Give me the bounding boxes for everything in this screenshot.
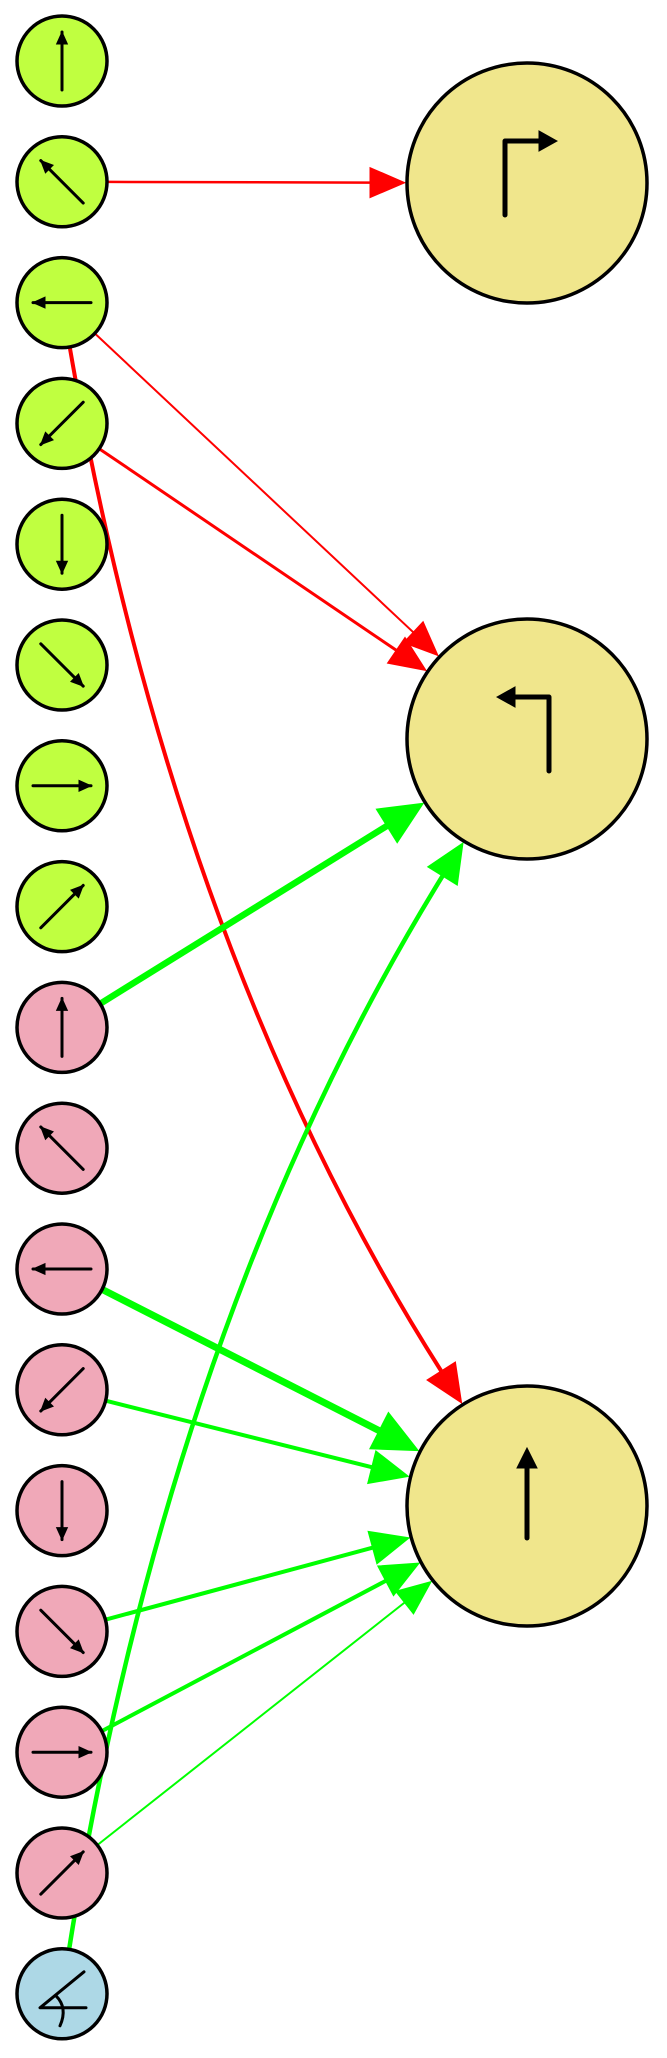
- connection-line: [106, 180, 371, 184]
- output-node-1: [405, 61, 649, 305]
- connection-line: [104, 1545, 374, 1622]
- arrowhead: [367, 1530, 411, 1565]
- arrowhead: [369, 166, 407, 199]
- arrow-up-icon: [55, 30, 69, 92]
- input-node-green-7: [15, 739, 109, 833]
- input-node-pink-10: [15, 1101, 109, 1195]
- turn-left-icon: [495, 686, 552, 774]
- output-node-circle: [405, 617, 649, 861]
- arrow-right-icon: [31, 779, 93, 792]
- connections-layer: [66, 166, 464, 1950]
- arrow-up-right-icon: [39, 883, 85, 930]
- arrowhead: [386, 636, 428, 672]
- input-node-pink-16: [15, 1826, 109, 1920]
- input-node-pink-14: [15, 1584, 109, 1679]
- connection-line: [105, 1398, 373, 1470]
- input-node-pink-13: [15, 1463, 109, 1558]
- input-node-green-3: [15, 255, 109, 350]
- output-node-2: [405, 617, 649, 861]
- arrowhead: [368, 1411, 420, 1452]
- arrow-down-icon: [55, 1480, 69, 1542]
- connection-line: [66, 874, 445, 1950]
- arrowhead: [426, 841, 464, 887]
- arrow-down-icon: [55, 513, 69, 575]
- connection-edge: [98, 447, 428, 672]
- arrow-down-left-icon: [39, 1367, 85, 1413]
- connection-edge: [67, 346, 463, 1405]
- input-nodes-layer: [15, 14, 109, 2041]
- output-nodes-layer: [405, 61, 649, 1628]
- arrow-up-left-icon: [39, 159, 85, 205]
- arrowhead: [402, 620, 439, 657]
- input-node-blue-17: [15, 1947, 109, 2041]
- arrow-down-left-icon: [39, 400, 85, 447]
- input-node-green-6: [15, 618, 109, 712]
- connection-line: [94, 332, 414, 633]
- arrowhead: [367, 1450, 410, 1485]
- arrowhead: [426, 1361, 463, 1405]
- connection-edge: [105, 1398, 410, 1485]
- arrowhead: [394, 1580, 433, 1615]
- connection-line: [100, 1286, 381, 1434]
- input-node-green-4: [15, 376, 109, 471]
- connection-line: [67, 346, 443, 1373]
- arrow-down-right-icon: [39, 642, 85, 688]
- arrow-down-right-icon: [39, 1608, 85, 1655]
- arrow-up-left-icon: [39, 1125, 85, 1171]
- arrow-right-icon: [31, 1746, 93, 1759]
- input-node-pink-11: [15, 1222, 109, 1316]
- arrow-up-icon: [55, 996, 69, 1058]
- connection-line: [98, 823, 389, 1007]
- connection-line: [96, 1601, 406, 1846]
- input-node-pink-12: [15, 1343, 109, 1437]
- arrow-left-icon: [31, 296, 93, 309]
- arrowhead: [376, 1562, 421, 1597]
- turn-right-icon: [502, 130, 559, 218]
- connection-edge: [96, 1580, 433, 1846]
- connection-line: [98, 447, 398, 652]
- connection-edge: [104, 1530, 411, 1622]
- connection-edge: [100, 1562, 421, 1733]
- input-node-green-2: [15, 135, 109, 229]
- connection-line: [100, 1579, 387, 1733]
- connection-edge: [106, 166, 407, 199]
- input-node-pink-9: [15, 980, 109, 1075]
- connection-edge: [66, 841, 464, 1950]
- forward-icon: [516, 1446, 538, 1541]
- connection-edge: [98, 802, 425, 1007]
- arrow-left-icon: [31, 1262, 93, 1276]
- connection-edge: [100, 1286, 420, 1452]
- output-node-3: [405, 1384, 649, 1628]
- angle-icon: [38, 1970, 88, 2028]
- input-node-green-5: [15, 497, 109, 591]
- input-node-pink-15: [15, 1705, 109, 1799]
- arrowhead: [375, 802, 425, 844]
- input-node-circle: [15, 1947, 109, 2041]
- input-node-green-1: [15, 14, 109, 108]
- output-node-circle: [405, 61, 649, 305]
- arrow-up-right-icon: [39, 1850, 85, 1896]
- input-node-green-8: [15, 859, 109, 954]
- connection-edge: [94, 332, 439, 657]
